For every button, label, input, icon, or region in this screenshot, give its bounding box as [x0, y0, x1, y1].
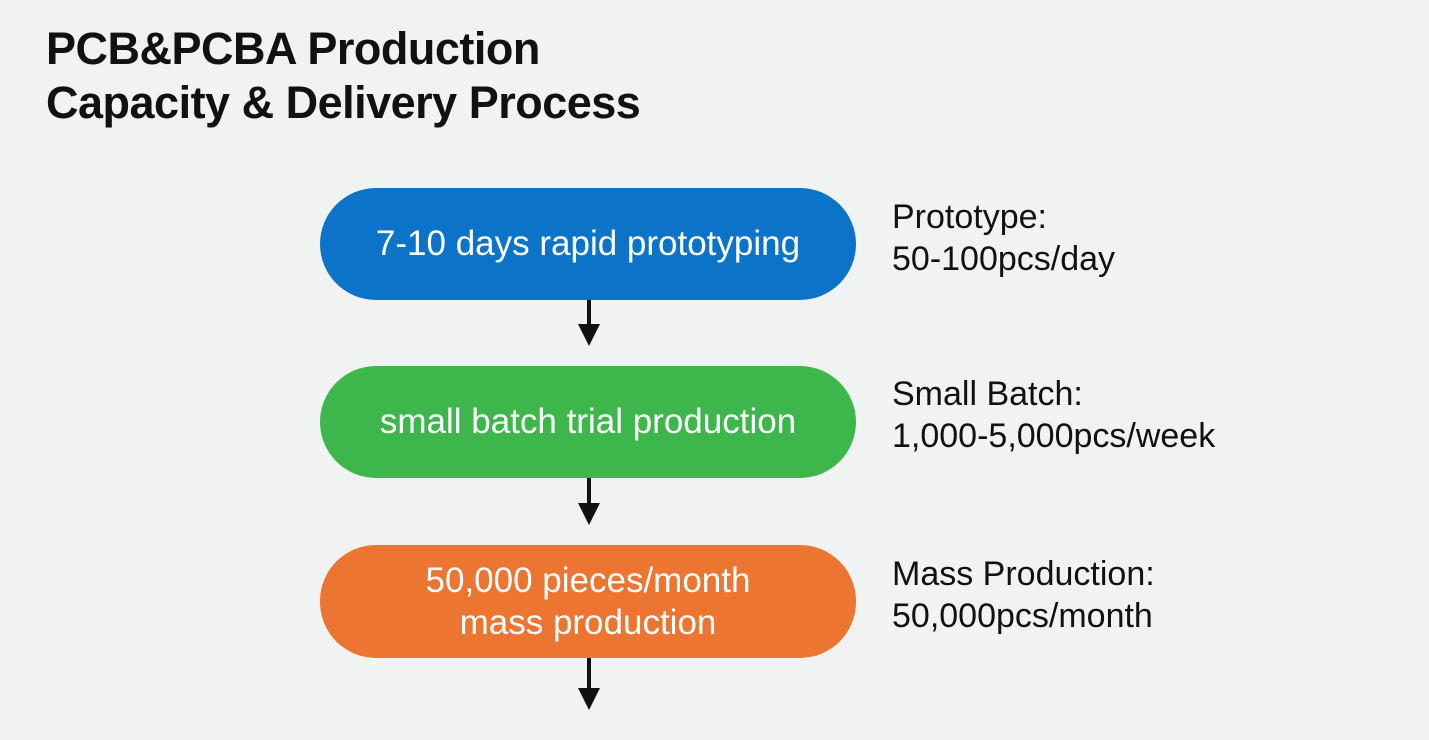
step-prototyping: 7-10 days rapid prototyping — [320, 188, 856, 300]
arrow-down-icon — [578, 478, 600, 525]
caption-value: 50-100pcs/day — [892, 240, 1116, 278]
arrow-down-icon — [578, 658, 600, 710]
title-line-2: Capacity & Delivery Process — [46, 77, 641, 128]
step-label: 7-10 days rapid prototyping — [375, 224, 801, 263]
step-small-batch: small batch trial production — [320, 366, 856, 478]
caption-small-batch: Small Batch: 1,000-5,000pcs/week — [892, 373, 1215, 457]
caption-value: 1,000-5,000pcs/week — [892, 417, 1216, 455]
caption-title: Prototype: — [892, 198, 1047, 236]
diagram-title: PCB&PCBA Production Capacity & Delivery … — [46, 22, 641, 130]
step-mass-production: 50,000 pieces/month mass production — [320, 545, 856, 658]
caption-title: Mass Production: — [892, 555, 1155, 593]
caption-mass-production: Mass Production: 50,000pcs/month — [892, 553, 1155, 637]
arrow-down-icon — [578, 300, 600, 346]
step-label: 50,000 pieces/month — [425, 560, 751, 600]
step-label: mass production — [459, 602, 717, 642]
caption-value: 50,000pcs/month — [892, 597, 1153, 635]
caption-title: Small Batch: — [892, 375, 1083, 413]
title-line-1: PCB&PCBA Production — [46, 23, 540, 74]
step-label: small batch trial production — [379, 402, 797, 441]
caption-prototype: Prototype: 50-100pcs/day — [892, 196, 1115, 280]
